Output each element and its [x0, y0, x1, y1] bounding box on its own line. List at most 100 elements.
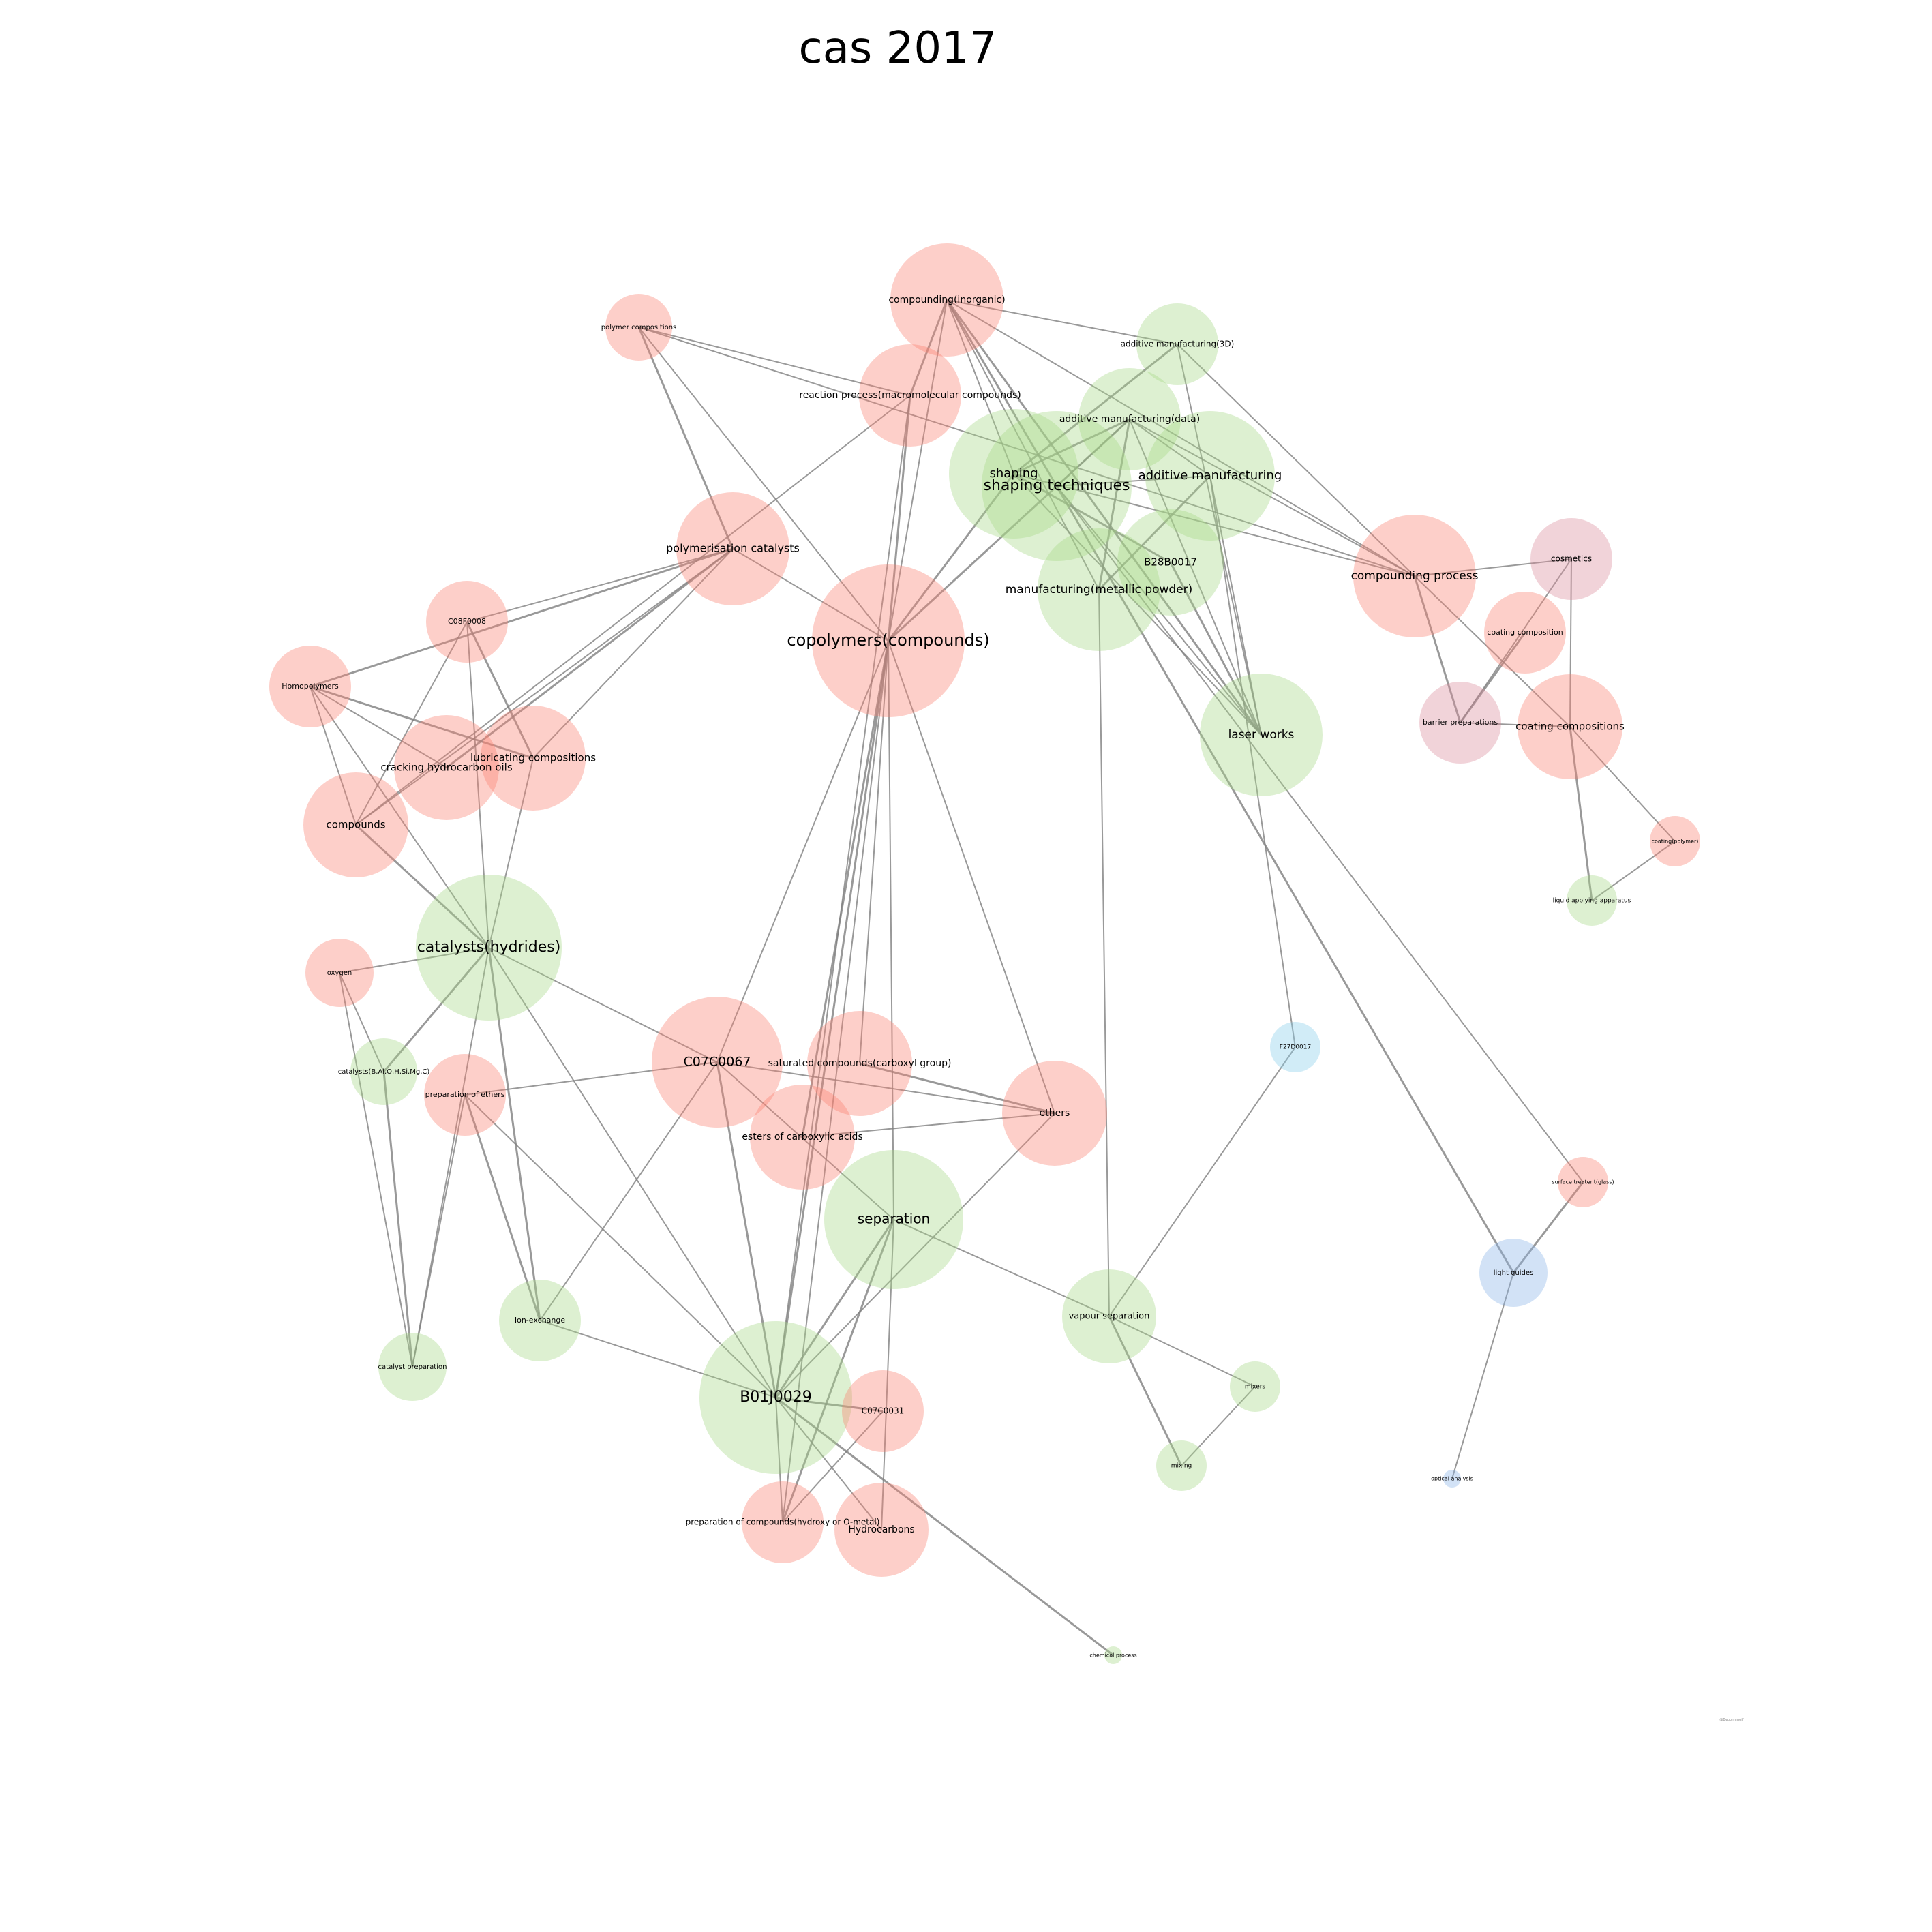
edge-vapour-separation-mixers	[1108, 1316, 1256, 1387]
edge-c08f0008-lubricating-compositions	[466, 621, 534, 759]
node-lubricating-compositions[interactable]	[481, 706, 586, 811]
node-hydrocarbons[interactable]	[834, 1483, 929, 1577]
node-separation[interactable]	[824, 1150, 963, 1289]
edge-additive-manufacturing-3d-compounding-process	[1177, 344, 1415, 577]
node-label-cracking-hydrocarbon-oils: cracking hydrocarbon oils	[380, 761, 513, 774]
node-coating-compositions[interactable]	[1518, 674, 1622, 779]
edge-catalysts-hydrides-ion-exchange	[487, 947, 541, 1321]
node-cracking-hydrocarbon-oils[interactable]	[394, 715, 499, 820]
node-saturated-compounds[interactable]	[807, 1011, 912, 1116]
node-polymerisation-catalysts[interactable]	[676, 492, 789, 605]
node-chemical-process[interactable]	[1104, 1646, 1122, 1664]
edge-polymer-compositions-polymerisation-catalysts	[637, 327, 734, 549]
node-label-catalyst-preparation: catalyst preparation	[378, 1363, 447, 1371]
edge-light-guides-optical-analysis	[1451, 1272, 1514, 1479]
node-cosmetics[interactable]	[1530, 518, 1612, 600]
edge-esters-of-carboxylic-acids-ethers	[802, 1113, 1055, 1138]
edge-preparation-of-ethers-b01j0029	[464, 1094, 776, 1398]
edge-reaction-process-b01j0029	[775, 395, 911, 1398]
node-mixing[interactable]	[1156, 1440, 1207, 1491]
edge-polymerisation-catalysts-c08f0008	[466, 548, 734, 622]
node-label-compounding-process: compounding process	[1351, 569, 1479, 583]
edge-separation-b01j0029	[774, 1219, 895, 1398]
node-additive-manufacturing-data[interactable]	[1078, 368, 1181, 470]
node-label-b28b0017: B28B0017	[1144, 556, 1197, 569]
node-label-shaping-techniques: shaping techniques	[983, 477, 1130, 494]
node-coating-composition[interactable]	[1484, 592, 1566, 674]
edge-catalysts-hydrides-catalyst-preparation	[412, 947, 489, 1368]
edge-additive-manufacturing-3d-shaping	[1013, 343, 1178, 475]
edge-compounds-catalysts-hydrides	[354, 824, 490, 949]
node-catalysts-hydrides[interactable]	[416, 875, 562, 1021]
node-polymer-compositions[interactable]	[605, 294, 672, 361]
edge-c08f0008-compounds	[355, 621, 468, 826]
node-label-coating-composition: coating composition	[1487, 628, 1563, 637]
edge-b01j0029-preparation-of-compounds	[775, 1397, 783, 1523]
edge-light-guides-surface-treatment-glass	[1512, 1181, 1584, 1273]
node-label-shaping: shaping	[989, 466, 1038, 481]
node-label-cosmetics: cosmetics	[1551, 554, 1592, 564]
edge-coating-compositions-liquid-applying-apparatus	[1569, 726, 1593, 901]
node-compounding-inorganic[interactable]	[890, 243, 1003, 357]
node-homopolymers[interactable]	[269, 646, 351, 727]
node-shaping[interactable]	[949, 409, 1078, 539]
edge-polymerisation-catalysts-cracking-hydrocarbon-oils	[446, 547, 734, 769]
edge-catalysts-balohsimgc-catalyst-preparation	[382, 1071, 414, 1368]
node-f27d0017[interactable]	[1270, 1022, 1320, 1072]
node-c07c0067[interactable]	[652, 997, 783, 1128]
node-c08f0008[interactable]	[426, 581, 508, 663]
node-additive-manufacturing-3d[interactable]	[1136, 303, 1218, 385]
node-label-c07c0031: C07C0031	[862, 1406, 905, 1416]
node-oxygen[interactable]	[305, 939, 374, 1007]
node-preparation-of-ethers[interactable]	[424, 1054, 506, 1136]
edge-separation-preparation-of-compounds	[781, 1219, 895, 1523]
edge-additive-manufacturing-data-copolymers-compounds	[887, 418, 1131, 642]
node-surface-treatment-glass[interactable]	[1558, 1157, 1608, 1207]
edge-b01j0029-hydrocarbons	[775, 1397, 882, 1530]
node-label-preparation-of-ethers: preparation of ethers	[425, 1090, 505, 1099]
node-catalysts-balohsimgc[interactable]	[350, 1038, 417, 1105]
node-label-ion-exchange: Ion-exchange	[515, 1316, 566, 1325]
node-b01j0029[interactable]	[699, 1321, 852, 1474]
edge-compounding-inorganic-laser-works	[946, 299, 1263, 736]
edge-c07c0067-ion-exchange	[539, 1061, 718, 1321]
node-ion-exchange[interactable]	[499, 1280, 581, 1361]
node-ethers[interactable]	[1002, 1061, 1107, 1166]
node-c07c0031[interactable]	[842, 1370, 924, 1452]
node-compounding-process[interactable]	[1353, 515, 1476, 637]
node-copolymers-compounds[interactable]	[812, 564, 965, 717]
node-b28b0017[interactable]	[1117, 509, 1224, 616]
node-preparation-of-compounds[interactable]	[742, 1481, 824, 1563]
edge-preparation-of-ethers-ion-exchange	[464, 1094, 541, 1321]
node-catalyst-preparation[interactable]	[378, 1333, 447, 1401]
node-reaction-process[interactable]	[859, 344, 961, 447]
node-coating-polymer[interactable]	[1650, 816, 1700, 866]
node-compounds[interactable]	[303, 772, 408, 877]
node-optical-analysis[interactable]	[1443, 1470, 1461, 1488]
edge-c07c0031-preparation-of-compounds	[782, 1410, 884, 1523]
edge-lubricating-compositions-catalysts-hydrides	[488, 757, 534, 948]
node-label-optical-analysis: optical analysis	[1431, 1476, 1473, 1482]
node-shaping-techniques[interactable]	[982, 411, 1132, 561]
node-label-liquid-applying-apparatus: liquid applying apparatus	[1553, 898, 1631, 905]
node-liquid-applying-apparatus[interactable]	[1567, 875, 1617, 926]
node-vapour-separation[interactable]	[1062, 1269, 1156, 1363]
node-light-guides[interactable]	[1479, 1239, 1548, 1307]
node-label-additive-manufacturing-data: additive manufacturing(data)	[1059, 414, 1200, 425]
watermark: @Byubimmoff	[1719, 1718, 1744, 1722]
edge-homopolymers-lubricating-compositions	[310, 685, 534, 759]
node-laser-works[interactable]	[1200, 674, 1323, 796]
node-barrier-preparations[interactable]	[1419, 682, 1501, 764]
node-mixers[interactable]	[1230, 1361, 1280, 1412]
node-label-catalysts-hydrides: catalysts(hydrides)	[417, 939, 561, 956]
edge-catalysts-hydrides-oxygen	[339, 947, 489, 973]
edge-copolymers-compounds-c07c0067	[716, 640, 889, 1063]
edge-polymer-compositions-compounding-process	[638, 327, 1415, 577]
node-esters-of-carboxylic-acids[interactable]	[750, 1085, 855, 1190]
edge-compounding-process-barrier-preparations	[1413, 575, 1462, 723]
node-manufacturing-metallic-powder[interactable]	[1038, 528, 1160, 651]
edge-polymerisation-catalysts-copolymers-compounds	[732, 548, 889, 642]
node-additive-manufacturing[interactable]	[1145, 411, 1275, 541]
edge-shaping-techniques-surface-treatment-glass	[1056, 485, 1584, 1183]
edge-shaping-techniques-laser-works	[1056, 485, 1262, 736]
